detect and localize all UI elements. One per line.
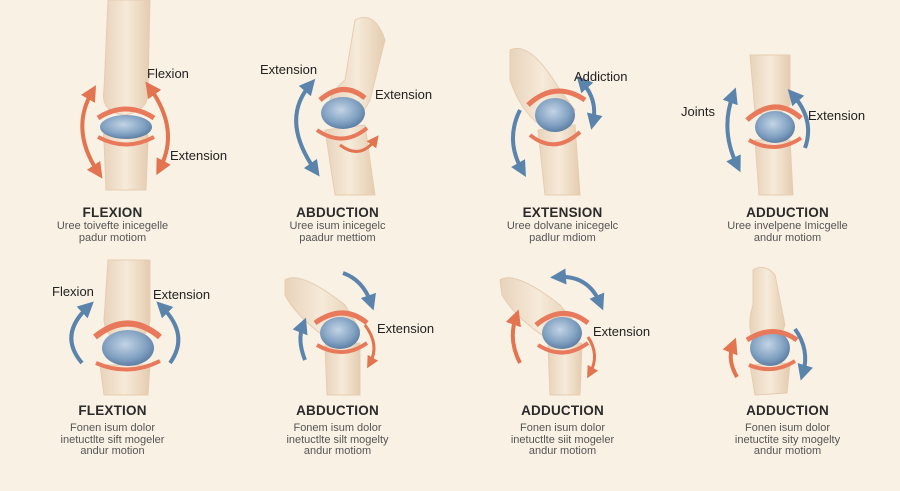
panel-title: ABDUCTION xyxy=(296,403,379,418)
knee-joint-illustration xyxy=(499,268,605,396)
knee-joint-illustration xyxy=(722,54,810,196)
knee-joint-illustration xyxy=(284,271,379,396)
knee-joint-illustration xyxy=(509,48,603,196)
panel-abduction-1: Extension Extension ABDUCTION Uree isum … xyxy=(225,0,450,245)
panel-flextion: Flexion Extension FLEXTION Fonen isum do… xyxy=(0,245,225,490)
panel-extension: Addiction EXTENSION Uree dolvane inicege… xyxy=(450,0,675,245)
knee-joint-illustration xyxy=(69,259,181,396)
label-extension: Extension xyxy=(375,87,433,102)
label-extension: Extension xyxy=(377,321,435,336)
label-extension: Extension xyxy=(170,148,228,163)
knee-joint-illustration xyxy=(294,17,386,196)
label-joints: Joints xyxy=(681,104,715,119)
label-flexion: Flexion xyxy=(147,66,189,81)
panel-title: ADDUCTION xyxy=(746,403,829,418)
knee-joint-illustration xyxy=(80,0,171,191)
panel-title: FLEXTION xyxy=(78,403,147,418)
panel-title: ADDUCTION xyxy=(746,205,829,220)
knee-joint-illustration xyxy=(722,266,813,396)
label-extension: Extension xyxy=(153,287,211,302)
label-addiction: Addiction xyxy=(574,69,628,84)
panel-title: FLEXION xyxy=(82,205,143,220)
panel-adduction-1: Joints Extension ADDUCTION Uree invelpen… xyxy=(675,0,900,245)
label-extension: Extension xyxy=(593,324,651,339)
label-extension: Extension xyxy=(260,62,318,77)
panel-title: ABDUCTION xyxy=(296,205,379,220)
panel-title: EXTENSION xyxy=(522,205,603,220)
label-extension: Extension xyxy=(808,108,866,123)
label-flexion: Flexion xyxy=(52,284,94,299)
panel-title: ADDUCTION xyxy=(521,403,604,418)
panel-flexion-1: Flexion Extension FLEXION Uree toivefte … xyxy=(0,0,228,245)
